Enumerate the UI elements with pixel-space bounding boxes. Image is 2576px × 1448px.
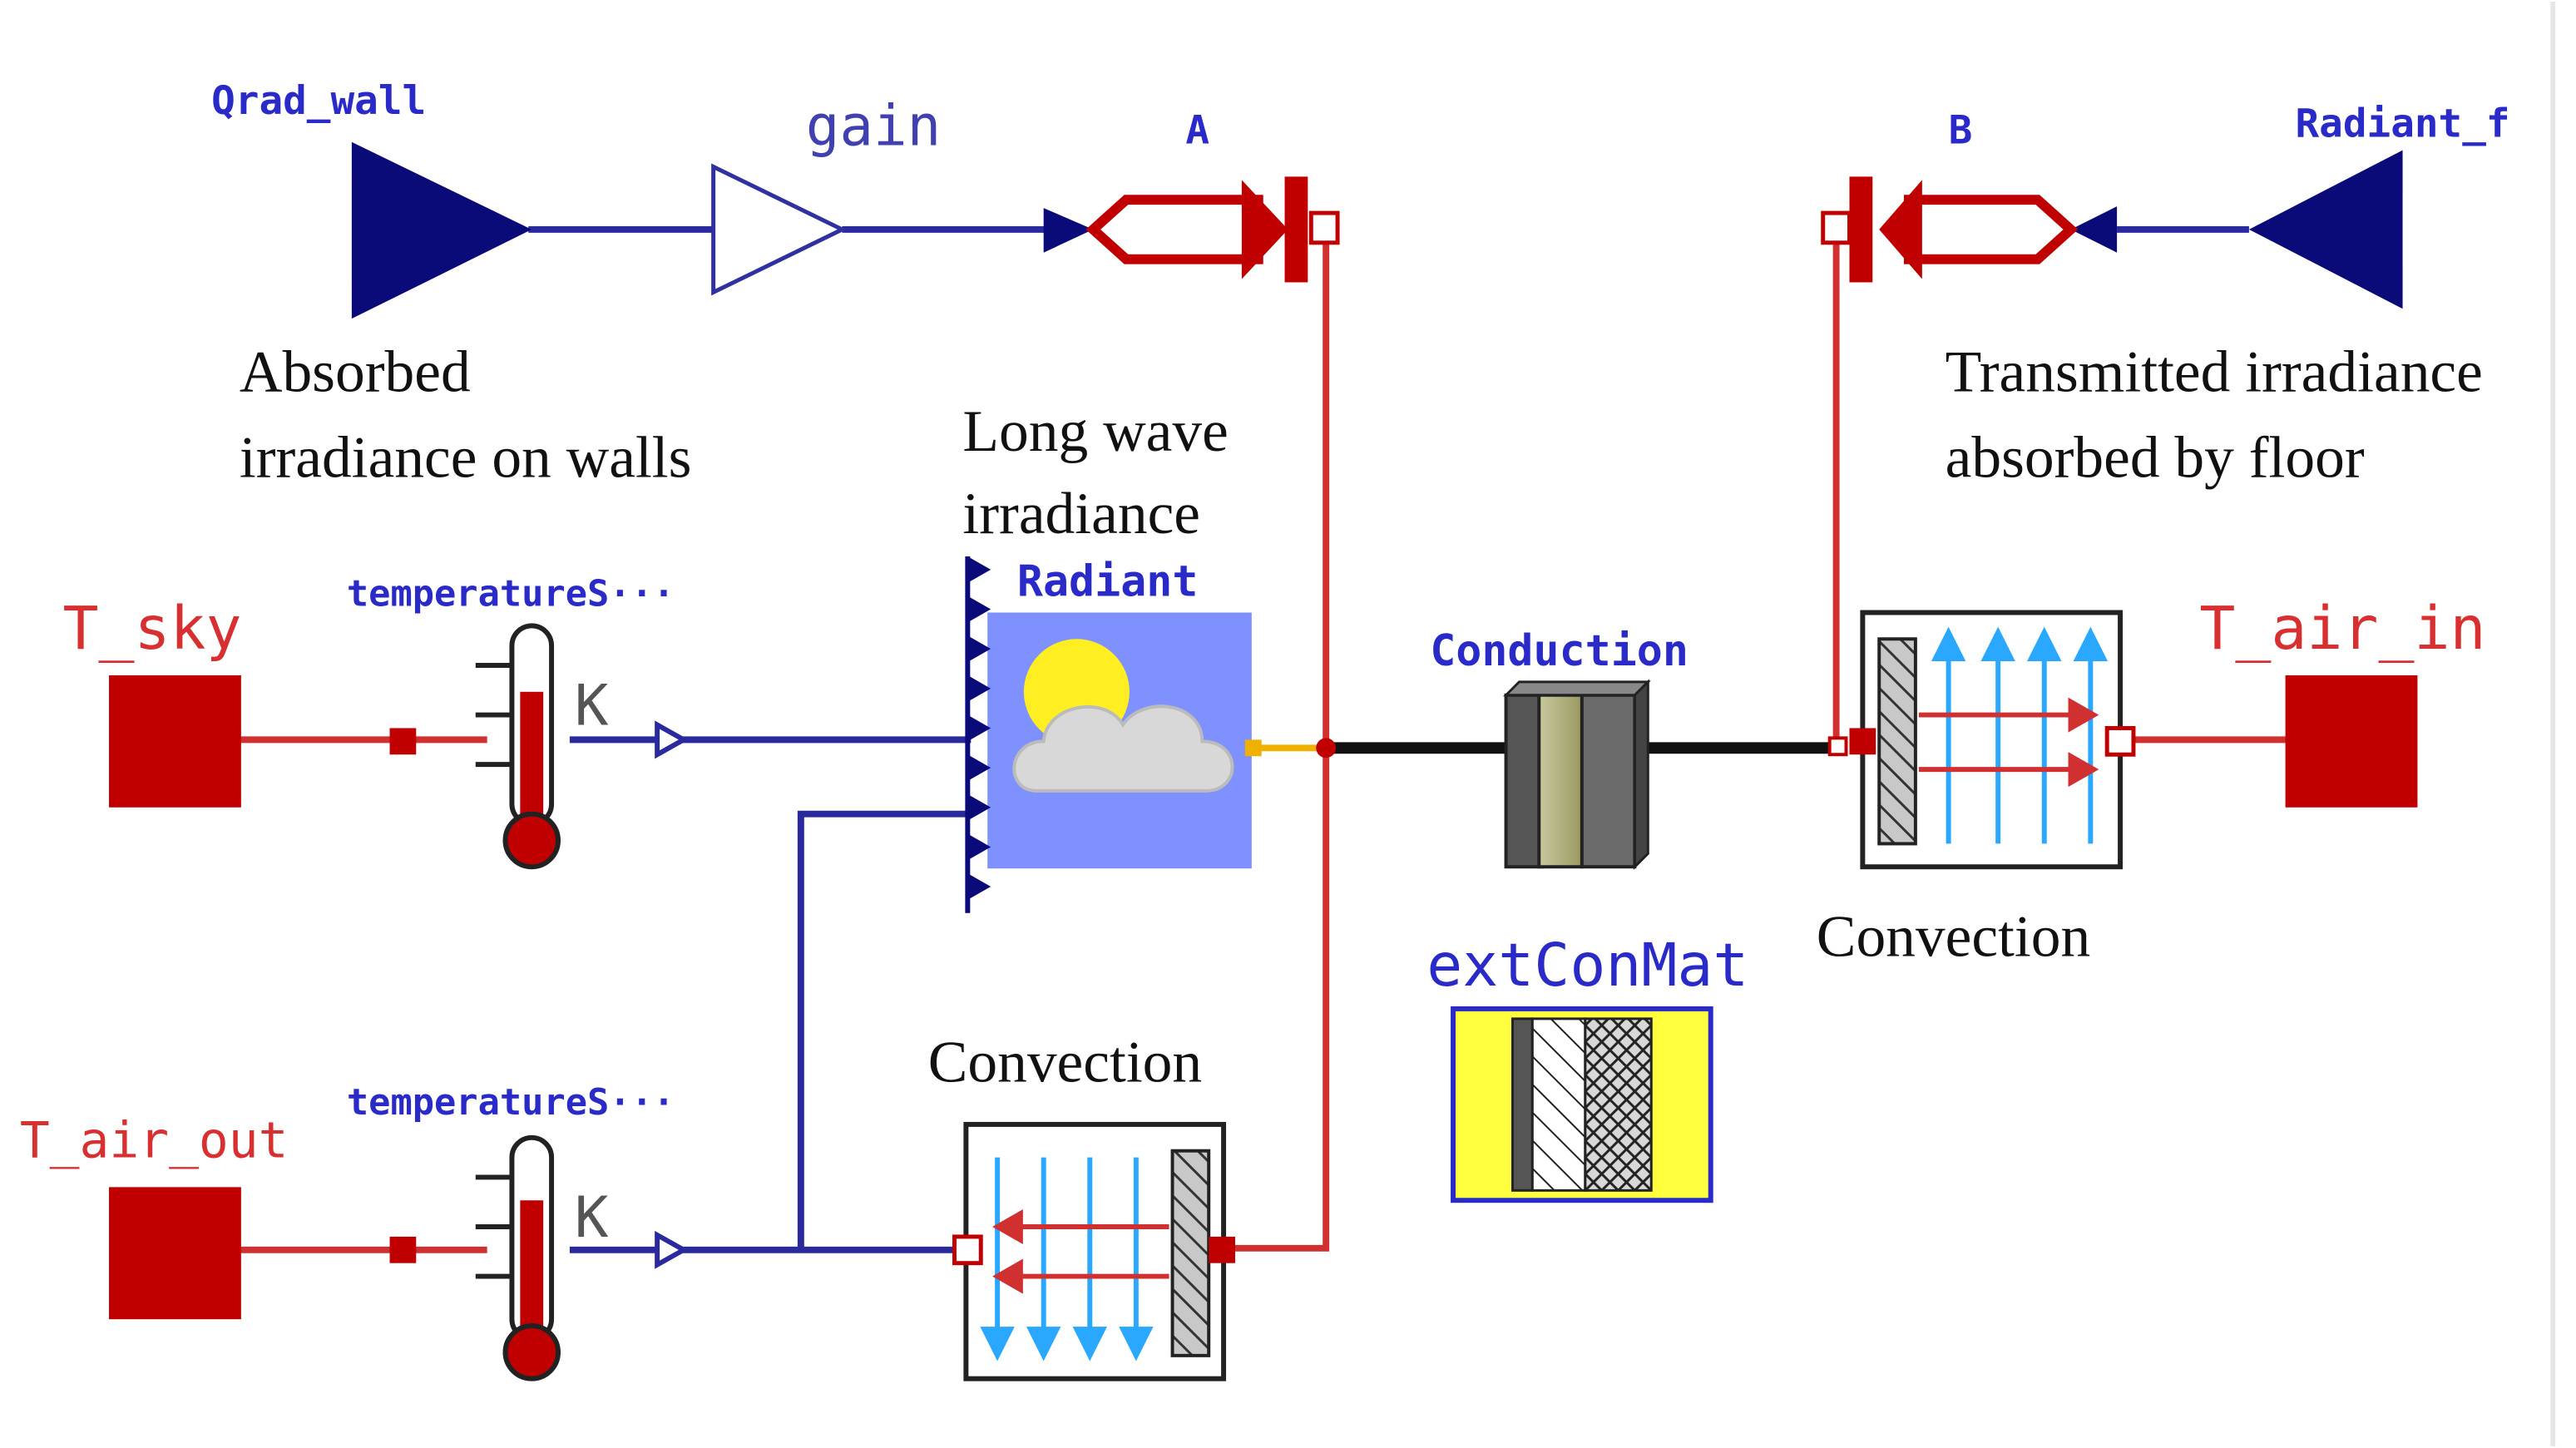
temp-sensor-bottom-label: temperatureS··· <box>347 1081 675 1124</box>
gain-label: gain <box>806 93 942 159</box>
t-air-out-label: T_air_out <box>20 1113 289 1170</box>
junction-dot <box>1316 738 1337 759</box>
transmitted-line1: Transmitted irradiance <box>1946 339 2483 404</box>
heat-port-icon[interactable] <box>389 1236 417 1263</box>
unit-k-top: K <box>575 672 609 738</box>
t-air-in-label: T_air_in <box>2199 594 2485 663</box>
absorbed-walls-line1: Absorbed <box>240 339 471 404</box>
sky-radiation-icon[interactable] <box>965 556 1262 913</box>
port-a-label: A <box>1185 108 1209 154</box>
conduction-label: Conduction <box>1430 626 1688 676</box>
gain-triangle-icon[interactable] <box>711 163 848 296</box>
convection-bottom-label: Convection <box>928 1029 1202 1095</box>
t-sky-label: T_sky <box>62 594 241 663</box>
thermometer-icon[interactable] <box>475 623 561 870</box>
qrad-wall-label: Qrad_wall <box>211 78 426 124</box>
long-wave-line2: irradiance <box>962 481 1200 546</box>
ext-con-mat-label: extConMat <box>1426 931 1748 1000</box>
transmitted-line2: absorbed by floor <box>1946 425 2365 491</box>
material-layers-icon[interactable] <box>1451 1006 1713 1203</box>
port-b-label: B <box>1949 108 1973 154</box>
wire-sensor-radiant-branch <box>797 810 972 1250</box>
convection-right-label: Convection <box>1817 903 2090 969</box>
radiant-f-label: Radiant_f <box>2296 101 2510 147</box>
temp-sensor-top-label: temperatureS··· <box>347 573 675 615</box>
heat-flow-adapter-icon[interactable] <box>1821 176 2118 283</box>
absorbed-walls-line2: irradiance on walls <box>240 425 692 491</box>
thermometer-icon[interactable] <box>475 1134 561 1381</box>
convection-icon[interactable] <box>952 1121 1235 1381</box>
convection-icon[interactable] <box>1827 610 2136 870</box>
output-port-icon[interactable] <box>655 720 689 759</box>
heat-port-icon[interactable] <box>389 728 417 755</box>
long-wave-line1: Long wave <box>962 398 1228 464</box>
conduction-wall-icon[interactable] <box>1502 679 1651 870</box>
temperature-source-icon[interactable] <box>2285 675 2418 808</box>
radiant-label: Radiant <box>1017 557 1199 607</box>
unit-k-bottom: K <box>575 1184 609 1250</box>
input-triangle-icon[interactable] <box>2248 150 2403 309</box>
temperature-source-icon[interactable] <box>109 1187 241 1320</box>
heat-flow-adapter-icon[interactable] <box>1043 176 1340 283</box>
wire-junction-convection <box>1225 748 1330 1252</box>
output-port-icon[interactable] <box>655 1230 689 1269</box>
input-triangle-icon[interactable] <box>351 141 532 319</box>
temperature-source-icon[interactable] <box>109 675 241 808</box>
